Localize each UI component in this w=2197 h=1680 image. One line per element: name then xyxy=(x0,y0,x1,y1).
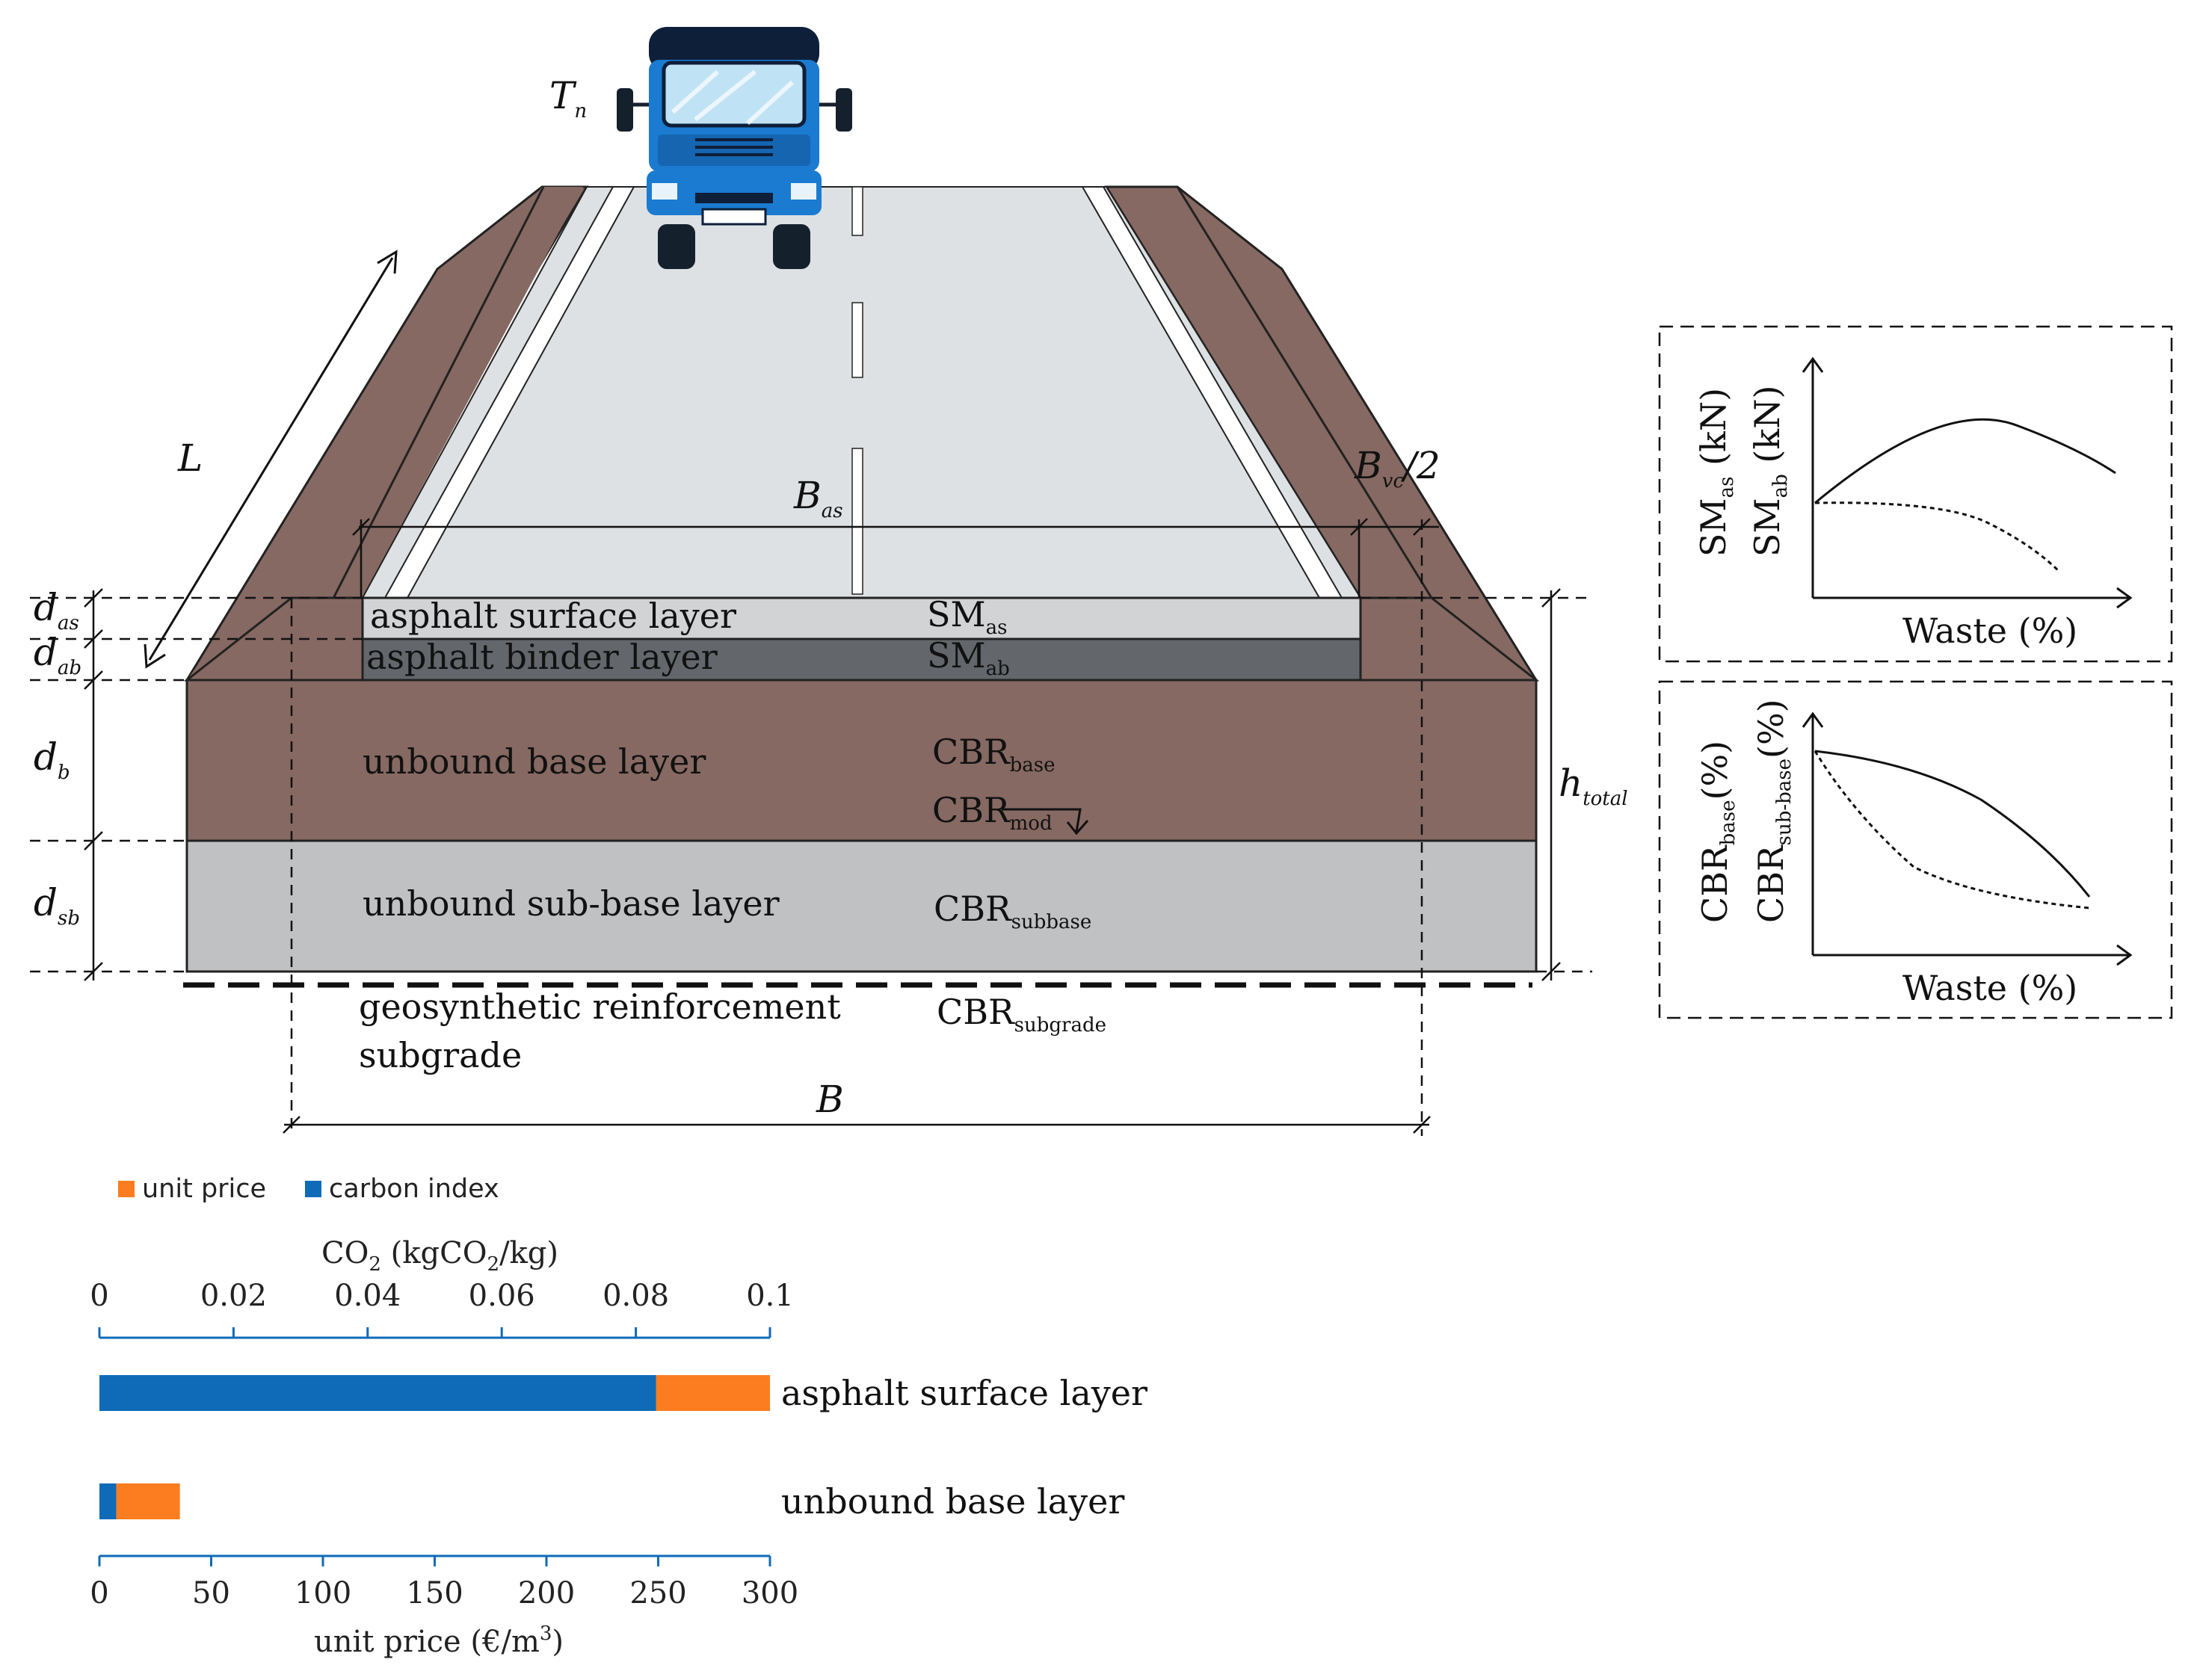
subgrade-label: subgrade xyxy=(359,1035,522,1075)
center-dash xyxy=(851,186,863,236)
das-label: das xyxy=(34,586,79,634)
sm-curve-dashed xyxy=(1814,501,2061,573)
sm-ylabel-2: SMab (kN) xyxy=(1747,386,1792,557)
top-tick-label: 0.1 xyxy=(746,1279,794,1313)
legend-swatch-unit-price xyxy=(118,1181,135,1197)
cbr-curve-solid xyxy=(1814,750,2091,898)
bas-label: Bas xyxy=(793,474,843,522)
bar-carbon-index xyxy=(99,1483,117,1519)
base-layer xyxy=(185,679,1538,842)
category-label-base: unbound base layer xyxy=(781,1481,1124,1522)
base-layer-label: unbound base layer xyxy=(363,741,706,782)
top-tick-label: 0.06 xyxy=(469,1279,535,1313)
surface-layer xyxy=(361,596,1362,640)
surface-layer-label: asphalt surface layer xyxy=(370,596,736,636)
subbase-layer xyxy=(185,839,1538,973)
top-tick-label: 0 xyxy=(90,1279,108,1313)
sm-as-label: SMas xyxy=(927,594,1007,639)
top-tick-label: 0.04 xyxy=(334,1279,401,1313)
cbr-xlabel: Waste (%) xyxy=(1902,968,2077,1008)
db-label: db xyxy=(34,735,70,784)
top-axis: 0 0.02 0.04 0.06 0.08 0.1 xyxy=(90,1279,794,1339)
top-tick-label: 0.02 xyxy=(200,1279,267,1313)
bottom-tick-label: 250 xyxy=(629,1576,686,1610)
embankment xyxy=(185,185,1538,682)
sm-ab-label: SMab xyxy=(927,635,1010,680)
sm-curve-solid xyxy=(1814,418,2116,504)
layer-labels: asphalt surface layer asphalt binder lay… xyxy=(359,594,1106,1075)
cbr-subgrade-label: CBRsubgrade xyxy=(937,992,1106,1037)
bar-carbon-index xyxy=(99,1375,656,1411)
tn-label: Tn xyxy=(549,74,587,123)
cbr-ylabel-2: CBRsub-base(%) xyxy=(1751,699,1796,923)
sm-ylabel-1: SMas (kN) xyxy=(1693,388,1738,557)
center-dash xyxy=(851,302,863,378)
top-axis-label: CO2 (kgCO2/kg) xyxy=(321,1236,558,1276)
center-dash xyxy=(851,448,863,595)
bars xyxy=(99,1375,770,1519)
cbr-mod-label: CBRmod xyxy=(932,790,1053,835)
bottom-tick-label: 200 xyxy=(518,1576,575,1610)
sm-xlabel: Waste (%) xyxy=(1902,611,2077,651)
category-label-surface: asphalt surface layer xyxy=(781,1373,1147,1413)
cbr-ylabel-1: CBRbase(%) xyxy=(1695,741,1740,923)
legend-swatch-carbon-index xyxy=(305,1181,321,1197)
bottom-axis-label: unit price (€/m3) xyxy=(314,1622,564,1659)
bvc-label: Bvc/2 xyxy=(1354,444,1440,492)
length-arrow xyxy=(144,250,398,669)
bottom-tick-label: 150 xyxy=(406,1576,463,1610)
dimensions xyxy=(30,518,1592,1136)
b-label: B xyxy=(816,1078,844,1121)
legend-unit-price: unit price xyxy=(142,1174,266,1204)
cbr-curve-dashed xyxy=(1814,750,2090,910)
dab-label: dab xyxy=(34,631,81,679)
binder-layer xyxy=(361,637,1362,682)
htotal-label: htotal xyxy=(1559,762,1628,810)
cbr-base-label: CBRbase xyxy=(932,732,1056,776)
l-label: L xyxy=(177,436,203,480)
geo-label: geosynthetic reinforcement xyxy=(359,986,841,1027)
bottom-tick-label: 300 xyxy=(742,1576,798,1610)
legend-carbon-index: carbon index xyxy=(329,1174,499,1204)
bar-chart: unit price carbon index CO2 (kgCO2/kg) u… xyxy=(90,1174,1147,1659)
symbol-labels: Tn L Bas Bvc/2 das dab db dsb htotal B xyxy=(34,74,1628,1121)
dsb-label: dsb xyxy=(34,881,80,930)
slope-line xyxy=(1176,186,1433,599)
subbase-layer-label: unbound sub-base layer xyxy=(363,883,780,924)
inset-sm: Waste (%) SMas (kN) SMab (kN) xyxy=(1658,325,2173,663)
bottom-tick-label: 50 xyxy=(192,1576,230,1610)
bottom-tick-label: 100 xyxy=(295,1576,351,1610)
top-tick-label: 0.08 xyxy=(603,1279,669,1313)
cbr-subbase-label: CBRsubbase xyxy=(934,889,1091,933)
bottom-tick-label: 0 xyxy=(90,1576,108,1610)
bottom-axis: 0 50 100 150 200 250 300 xyxy=(90,1554,798,1610)
layers xyxy=(183,596,1540,988)
binder-layer-label: asphalt binder layer xyxy=(366,637,718,677)
cbr-mod-arrow-icon xyxy=(1002,808,1082,833)
truck-icon xyxy=(617,27,852,269)
inset-cbr: Waste (%) CBRbase(%) CBRsub-base(%) xyxy=(1658,680,2173,1019)
left-shoulder xyxy=(187,187,583,680)
